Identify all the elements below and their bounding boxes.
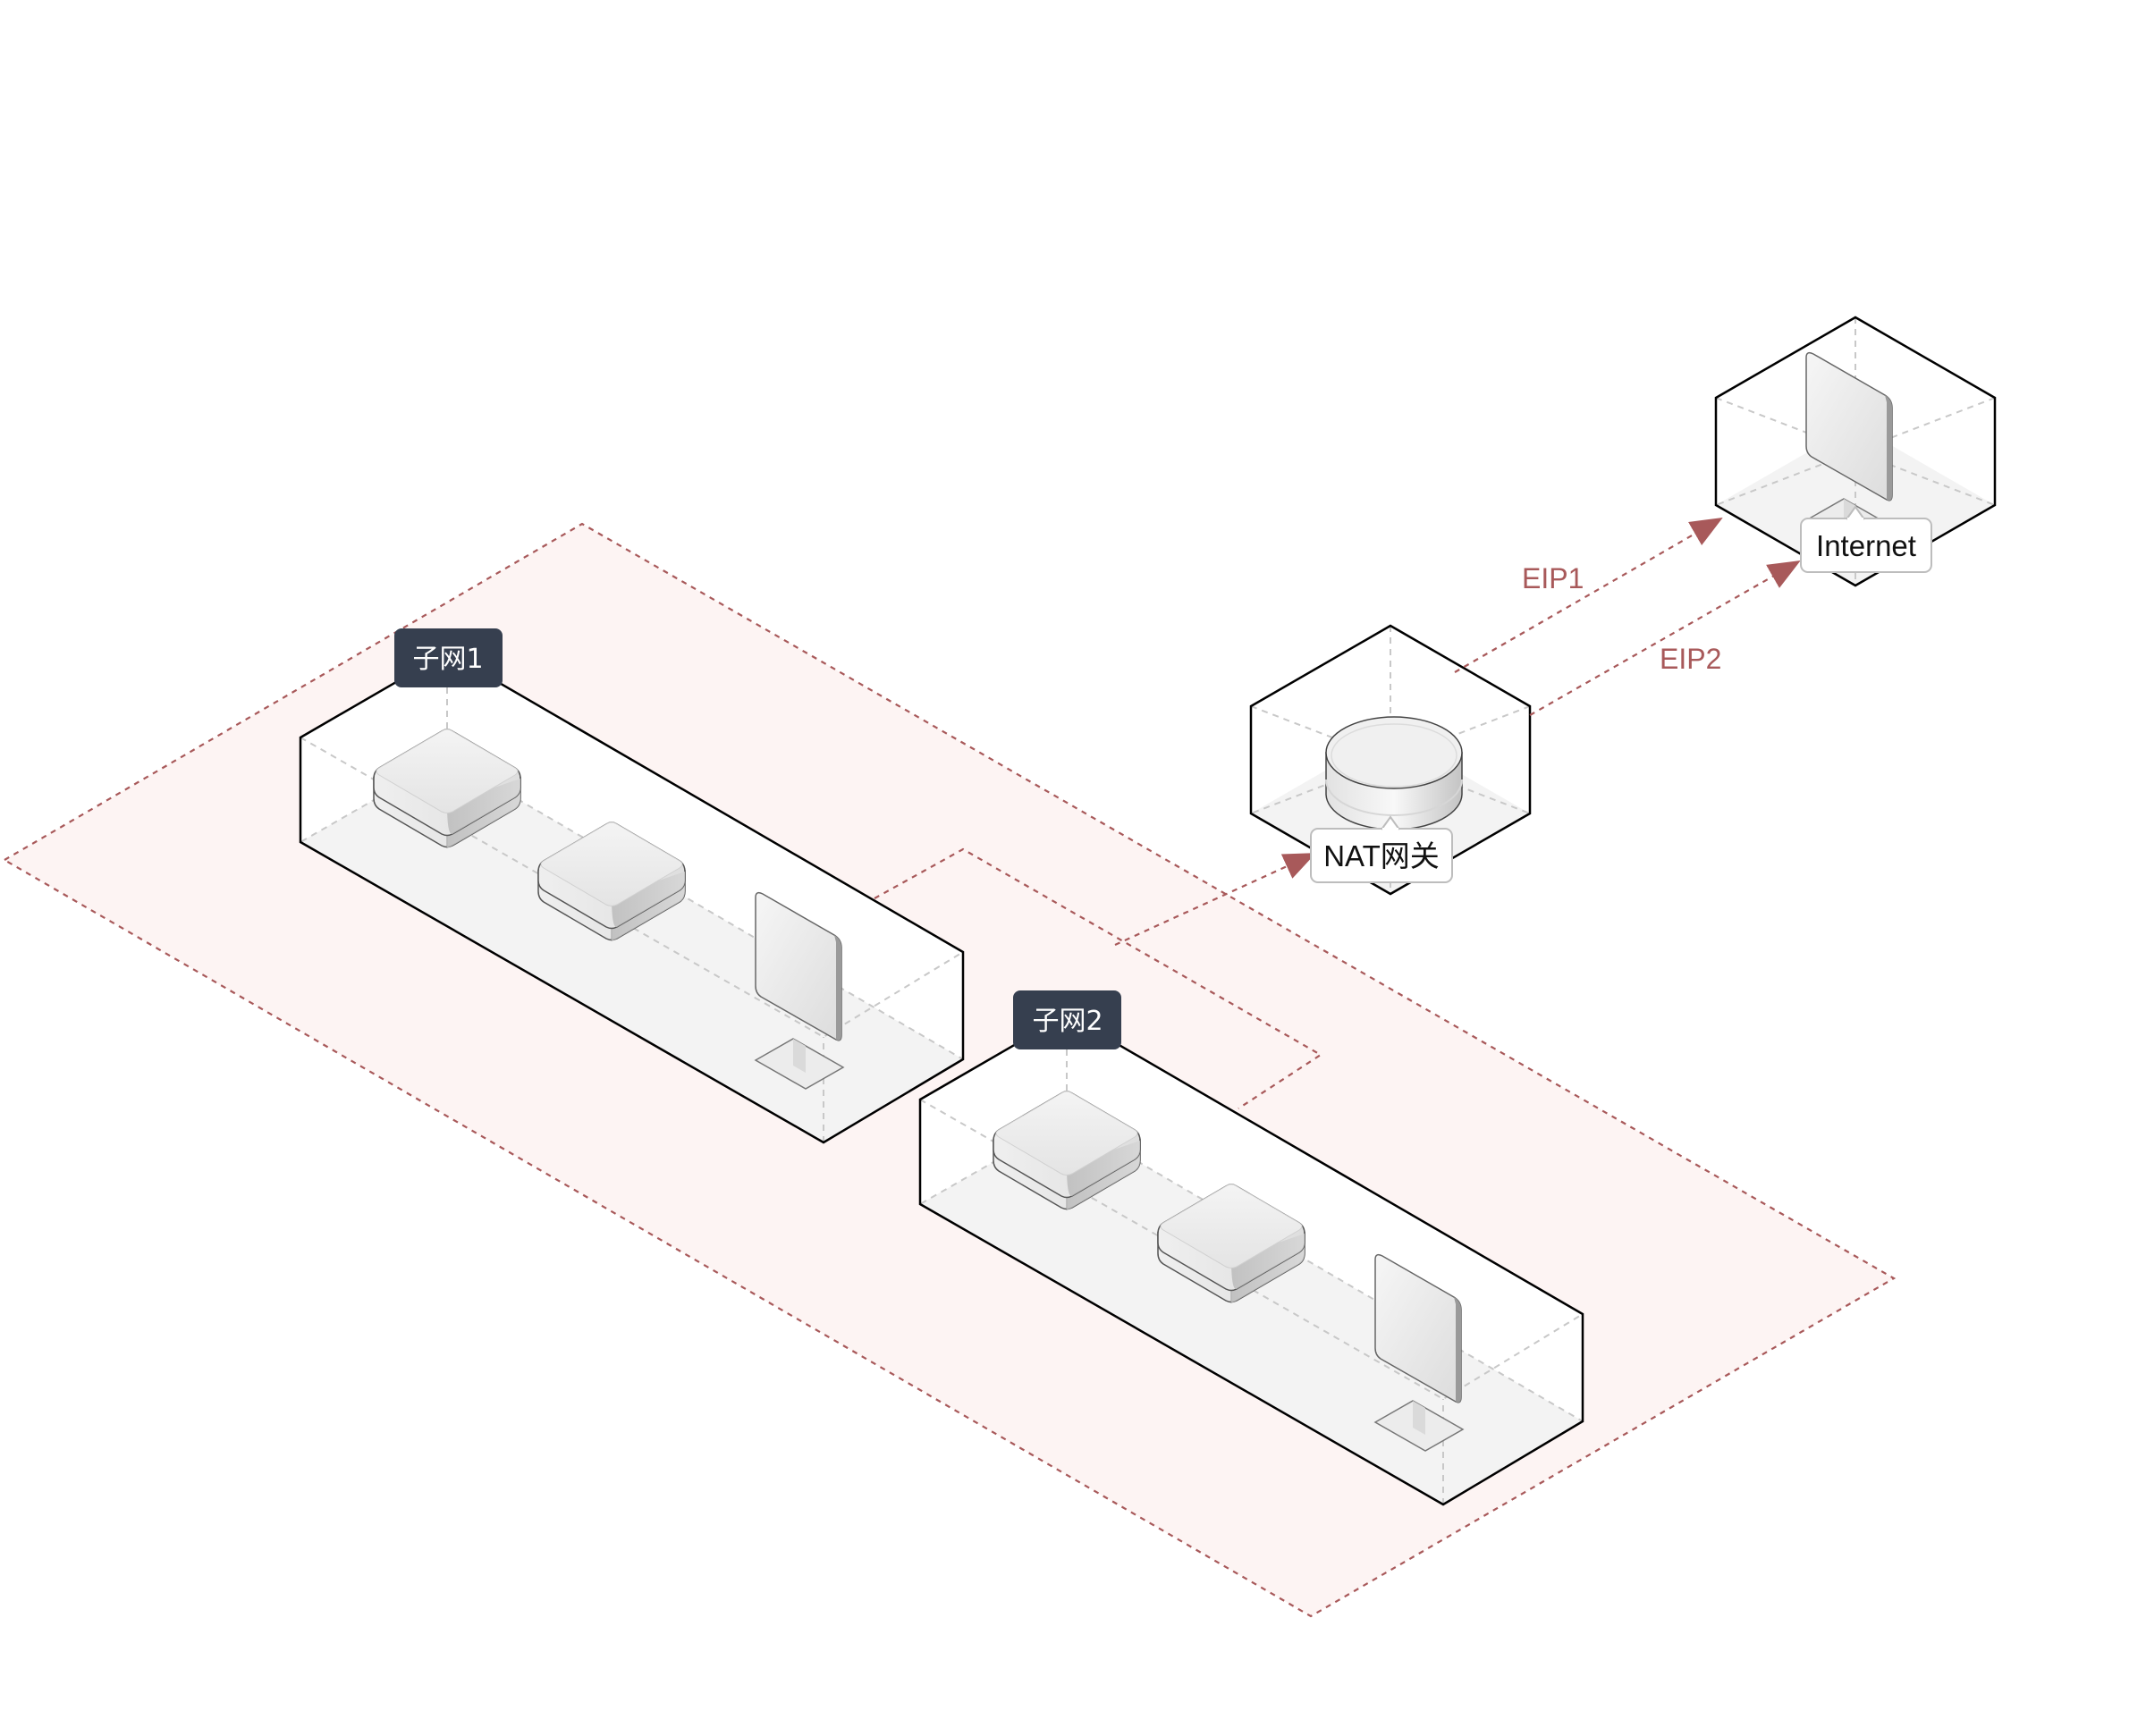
link-eip2 <box>1529 560 1801 716</box>
subnet-1-box <box>299 651 965 1144</box>
eip2-label: EIP2 <box>1660 643 1721 675</box>
subnet-1-label-text: 子网1 <box>412 644 483 675</box>
subnet-1-label[interactable]: 子网1 <box>394 628 503 687</box>
nat-gateway-label: NAT网关 <box>1323 839 1440 872</box>
subnet-2-label-text: 子网2 <box>1032 1006 1103 1037</box>
nat-gateway-icon <box>1325 716 1463 830</box>
subnet-2-label[interactable]: 子网2 <box>1013 990 1121 1049</box>
link-vpc-to-nat <box>1114 852 1316 947</box>
subnet-connector <box>874 847 1323 1109</box>
subnet-2-box <box>918 1013 1584 1506</box>
eip1-label: EIP1 <box>1522 562 1584 594</box>
internet-label: Internet <box>1816 529 1916 562</box>
vpc-region <box>2 522 1897 1618</box>
link-eip1 <box>1454 518 1723 673</box>
nat-gateway-node[interactable]: NAT网关 <box>1249 624 1532 896</box>
internet-node[interactable]: Internet <box>1714 316 1997 587</box>
